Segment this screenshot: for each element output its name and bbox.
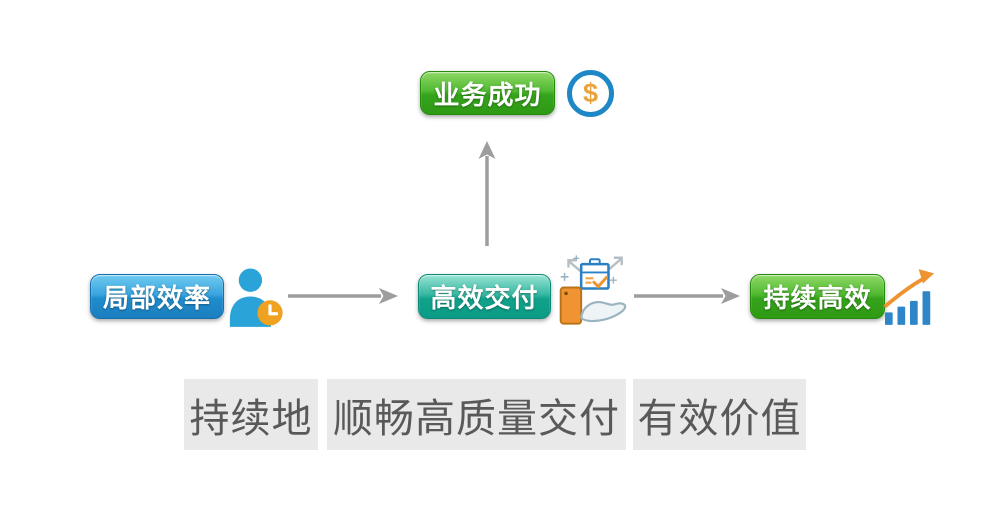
footer-segment-value-label: 有效价值 (637, 396, 802, 441)
footer-segment-continuous: 持续地 (184, 379, 318, 450)
node-sustained-efficiency[interactable]: 持续高效 (750, 274, 885, 319)
footer-segment-delivery-label: 顺畅高质量交付 (333, 396, 620, 441)
delivery-hand-icon (559, 255, 627, 325)
arrow-right-connector-1 (288, 288, 398, 304)
dollar-symbol: $ (582, 78, 599, 108)
node-business-success-label: 业务成功 (433, 79, 542, 110)
footer-segment-continuous-label: 持续地 (189, 396, 313, 441)
node-efficient-delivery-label: 高效交付 (430, 283, 539, 313)
arrow-up-connector (478, 141, 496, 246)
node-business-success[interactable]: 业务成功 (420, 71, 555, 115)
growth-chart-icon (884, 269, 935, 325)
footer-segment-value: 有效价值 (633, 379, 806, 450)
node-sustained-efficiency-label: 持续高效 (763, 283, 872, 313)
person-clock-icon (229, 268, 283, 327)
node-efficient-delivery[interactable]: 高效交付 (418, 274, 551, 319)
footer-segment-delivery: 顺畅高质量交付 (327, 379, 626, 450)
dollar-coin-icon: $ (567, 70, 614, 117)
arrow-right-connector-2 (634, 288, 740, 304)
node-local-efficiency-label: 局部效率 (102, 283, 211, 313)
node-local-efficiency[interactable]: 局部效率 (90, 274, 224, 319)
